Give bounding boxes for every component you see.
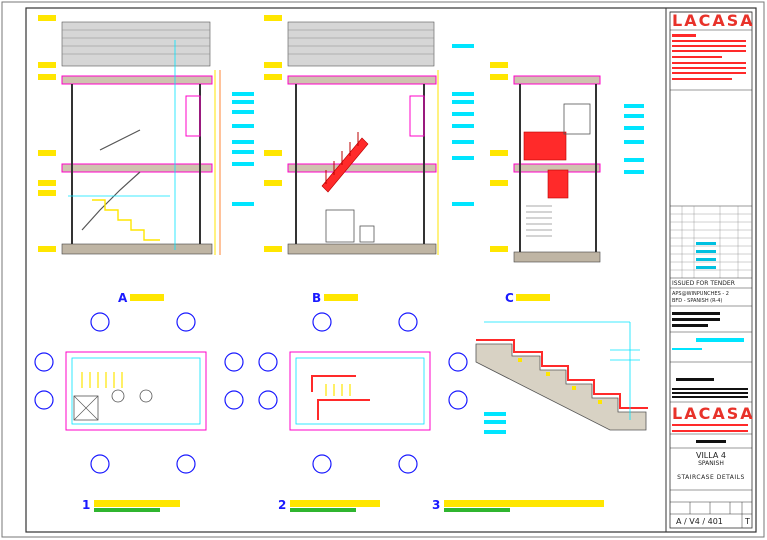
section-b-letter: B [312, 291, 322, 305]
brand-logo-bottom: LACASA [672, 404, 755, 423]
sheet-number: A / V4 / 401 [676, 517, 723, 526]
brand-logo-top: LACASA [672, 11, 755, 30]
section-a-drawing [61, 21, 221, 255]
detail-3-drawing [475, 321, 648, 434]
section-c-drawing [513, 75, 601, 263]
detail-3-number: 3 [432, 498, 441, 512]
section-c-callouts [624, 104, 644, 174]
section-c-letter: C [505, 291, 514, 305]
plan-1-grid-bubbles [34, 312, 244, 474]
project-name: VILLA 4 [695, 451, 727, 460]
section-b-drawing [287, 21, 439, 255]
detail-sub-captions [94, 508, 510, 512]
plan-2-drawing [289, 351, 431, 431]
detail-1-number: 1 [82, 498, 91, 512]
project-style: SPANISH [698, 460, 724, 467]
section-a-level-tags [38, 15, 56, 252]
section-b-level-tags [264, 15, 282, 252]
issued-status: ISSUED FOR TENDER [672, 280, 735, 287]
drawing-frame [25, 7, 757, 533]
plan-2-grid-bubbles [258, 312, 468, 474]
section-a-letter: A [118, 291, 128, 305]
drawing-title: STAIRCASE DETAILS [677, 474, 745, 481]
issued-note-1: APS@WINPUNCHES - 2 [672, 291, 729, 297]
section-label-underlines [94, 294, 604, 507]
section-a-callouts [232, 92, 254, 206]
section-b-callouts [452, 44, 474, 206]
issued-note-2: BFD - SPANISH (R-4) [672, 298, 723, 304]
detail-2-number: 2 [278, 498, 287, 512]
title-block [669, 11, 753, 529]
plan-1-drawing [65, 351, 207, 431]
section-c-level-tags [490, 62, 508, 252]
revision: T [745, 517, 750, 526]
